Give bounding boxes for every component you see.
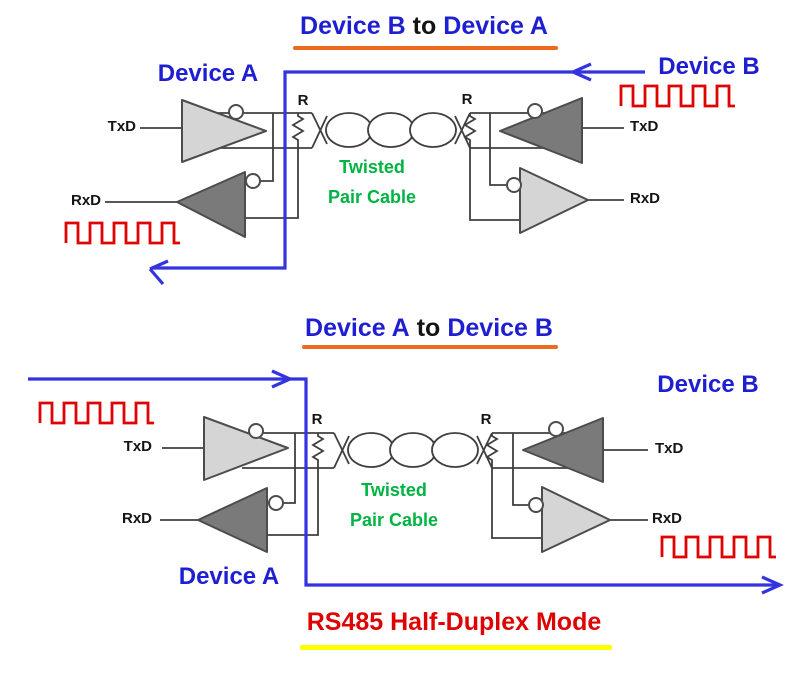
bottom-left-termination-label: R [311, 411, 323, 428]
top-right-termination-label: R [461, 91, 473, 108]
top-twisted-pair-cable [325, 112, 457, 148]
top-cable-label-line1: Twisted [339, 157, 405, 177]
top-left-driver-enable-bubble [228, 104, 244, 120]
bottom-left-receiver-enable-bubble [268, 495, 284, 511]
top-right-receiver-enable-bubble [527, 103, 543, 119]
top-left-rxd-label: RxD [70, 192, 101, 209]
top-right-square-wave-signal [619, 84, 735, 108]
top-left-receiver-enable-bubble [245, 173, 261, 189]
bottom-right-txd-label: TxD [655, 440, 684, 457]
bottom-title-connector: to [416, 314, 441, 342]
top-right-driver-enable-bubble [506, 177, 522, 193]
bottom-diagram-graphics [28, 369, 784, 595]
top-left-termination-resistor [291, 113, 305, 148]
bottom-wiring [160, 432, 648, 539]
top-left-driver-triangle [181, 99, 267, 163]
bottom-left-termination-resistor [311, 433, 325, 468]
top-end-arrowhead [148, 259, 169, 286]
bottom-left-driver-triangle [203, 416, 289, 481]
bottom-right-receiver-enable-bubble [548, 421, 564, 437]
top-right-driver-triangle [519, 167, 589, 234]
bottom-left-square-wave-signal [38, 401, 154, 425]
bottom-left-txd-label: TxD [123, 438, 152, 455]
bottom-cable-label-line1: Twisted [361, 480, 427, 500]
bottom-title-to-device: Device B [447, 314, 553, 342]
top-title-underline [293, 46, 558, 50]
top-device-b-label: Device B [658, 53, 760, 80]
footer-title: RS485 Half-Duplex Mode [306, 608, 602, 636]
bottom-right-square-wave-signal [660, 535, 776, 559]
top-mid-arrowhead [569, 62, 592, 82]
top-left-termination-label: R [297, 92, 309, 109]
bottom-right-termination-resistor [485, 433, 499, 468]
bottom-end-arrowhead [761, 575, 784, 595]
bottom-right-termination-label: R [480, 411, 492, 428]
top-left-square-wave-signal [64, 221, 180, 245]
top-right-rxd-label: RxD [630, 190, 661, 207]
bottom-signal-direction-path [28, 369, 784, 595]
top-signal-direction-path [148, 62, 645, 286]
bottom-right-driver-enable-bubble [528, 497, 544, 513]
top-title-connector: to [412, 12, 437, 40]
bottom-left-driver-enable-bubble [248, 423, 264, 439]
bottom-cable-label-line2: Pair Cable [349, 510, 439, 530]
bottom-mid-arrowhead [271, 369, 294, 389]
bottom-right-driver-triangle [541, 486, 611, 553]
bottom-title-underline [302, 345, 558, 349]
bottom-device-a-label: Device A [178, 563, 280, 590]
top-right-txd-label: TxD [630, 118, 659, 135]
footer-underline [300, 645, 612, 650]
top-left-txd-label: TxD [107, 118, 136, 135]
bottom-left-rxd-label: RxD [121, 510, 152, 527]
top-title-to-device: Device A [443, 12, 548, 40]
bottom-left-receiver-triangle [197, 487, 268, 553]
bottom-right-rxd-label: RxD [652, 510, 683, 527]
top-title-from-device: Device B [300, 12, 406, 40]
bottom-twisted-pair-cable [347, 432, 479, 468]
top-cable-label-line2: Pair Cable [327, 187, 417, 207]
bottom-right-receiver-triangle [522, 417, 604, 483]
top-device-a-label: Device A [157, 60, 259, 87]
top-right-termination-resistor [463, 113, 477, 148]
top-left-receiver-triangle [176, 171, 246, 238]
bottom-title-from-device: Device A [305, 314, 410, 342]
bottom-device-b-label: Device B [657, 371, 759, 398]
top-diagram-graphics [64, 62, 735, 286]
